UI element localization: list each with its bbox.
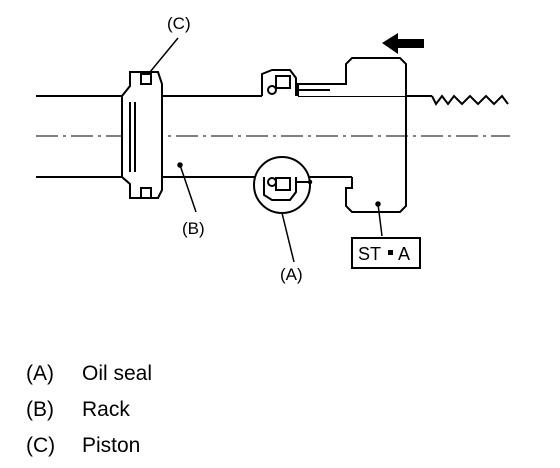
rack-teeth (431, 94, 509, 106)
legend: (A) Oil seal (B) Rack (C) Piston (26, 356, 152, 464)
leader-st (377, 203, 383, 237)
callout-c: (C) (167, 14, 191, 33)
st-separator-dot (388, 250, 393, 255)
legend-key: (C) (26, 434, 56, 457)
rack-assembly-diagram: (C) (B) (A) ST A (36, 14, 510, 284)
legend-item: (C) Piston (26, 428, 152, 464)
leader-a (281, 212, 295, 263)
legend-item: (B) Rack (26, 392, 152, 428)
legend-key: (A) (26, 362, 54, 385)
legend-text: Piston (82, 434, 141, 457)
left-arrow-icon (382, 33, 424, 54)
st-label-box (351, 237, 421, 269)
leader-b (179, 164, 197, 213)
piston-seal-bottom (140, 187, 152, 199)
special-tool-st-a (261, 57, 407, 213)
callout-b: (B) (182, 219, 205, 238)
st-suffix: A (398, 244, 410, 264)
legend-key: (B) (26, 398, 54, 421)
piston-seal-top (140, 73, 152, 85)
leaders (149, 37, 383, 263)
legend-item: (A) Oil seal (26, 356, 152, 392)
leader-c (149, 37, 179, 73)
legend-text: Oil seal (82, 362, 153, 385)
oil-seal-detail (253, 156, 311, 214)
piston (121, 71, 163, 199)
legend-text: Rack (82, 398, 130, 421)
st-label: ST (358, 244, 381, 264)
callout-a: (A) (280, 265, 303, 284)
